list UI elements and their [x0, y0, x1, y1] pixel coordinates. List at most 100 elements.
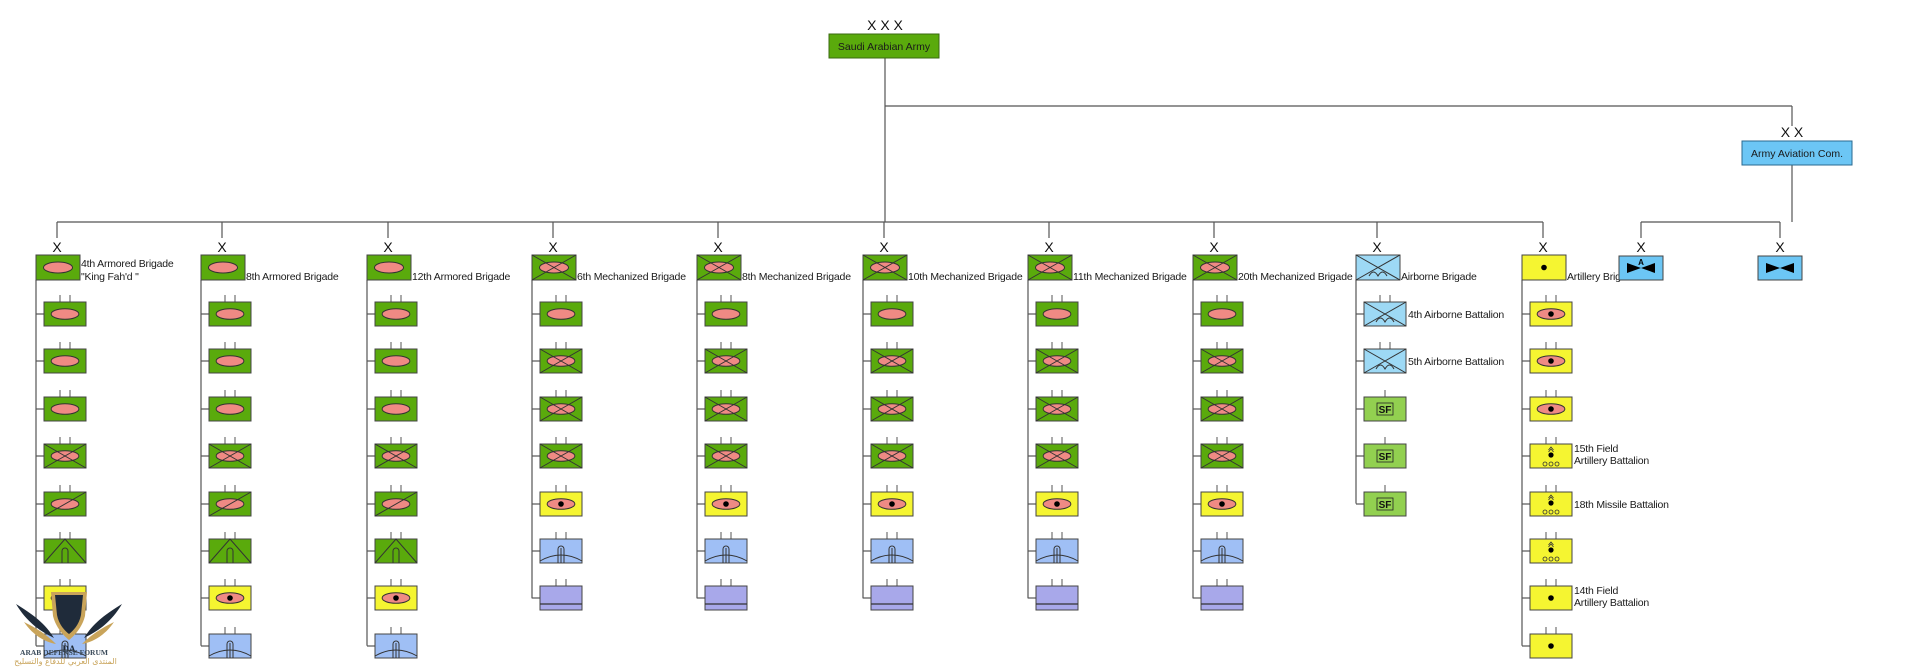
aviation-brigade-node[interactable]: X — [1757, 239, 1803, 281]
battalion-node[interactable] — [539, 342, 583, 374]
battalion-node[interactable] — [704, 390, 748, 422]
battalion-node[interactable] — [374, 390, 418, 422]
battalion-node[interactable]: SF — [1363, 390, 1407, 422]
battalion-node[interactable] — [374, 579, 418, 611]
battalion-node[interactable] — [208, 342, 252, 374]
battalion-node[interactable] — [1200, 437, 1244, 469]
battalion-node[interactable] — [704, 437, 748, 469]
battalion-node[interactable] — [539, 437, 583, 469]
battalion-node[interactable] — [43, 342, 87, 374]
battalion-node[interactable] — [704, 295, 748, 327]
battalion-node[interactable] — [208, 627, 252, 659]
battalion-node[interactable] — [43, 390, 87, 422]
battalion-node[interactable] — [43, 627, 87, 659]
tank-track-oval-icon — [50, 403, 80, 415]
battalion-node[interactable] — [870, 295, 914, 327]
engineer-tower-icon — [61, 547, 69, 563]
battalion-node[interactable] — [208, 485, 252, 517]
aviation-brigade-node[interactable]: XA — [1618, 239, 1664, 281]
battalion-node[interactable] — [1035, 295, 1079, 327]
battalion-node[interactable] — [374, 295, 418, 327]
battalion-node[interactable] — [374, 627, 418, 659]
battalion-node[interactable] — [1529, 342, 1573, 374]
battalion-node[interactable]: SF — [1363, 485, 1407, 517]
aviation-command-node[interactable]: X X Army Aviation Com. — [1741, 124, 1853, 166]
battalion-node[interactable] — [1035, 579, 1079, 611]
tank-track-oval-icon — [215, 308, 245, 320]
battalion-node[interactable]: 5th Airborne Battalion — [1363, 342, 1505, 374]
battalion-node[interactable]: SF — [1363, 437, 1407, 469]
battalion-node[interactable] — [704, 342, 748, 374]
battalion-node[interactable] — [1200, 579, 1244, 611]
battalion-node[interactable] — [539, 295, 583, 327]
battalion-node[interactable] — [1200, 390, 1244, 422]
battalion-node[interactable] — [1200, 532, 1244, 564]
battalion-node[interactable] — [43, 295, 87, 327]
support-symbol-frame — [870, 585, 914, 611]
battalion-node[interactable] — [374, 485, 418, 517]
battalion-node[interactable] — [1035, 390, 1079, 422]
battalion-node[interactable] — [1200, 342, 1244, 374]
wheel-icon — [1554, 461, 1560, 467]
battalion-node[interactable] — [1035, 485, 1079, 517]
battalion-node[interactable] — [43, 437, 87, 469]
recon-slash-icon — [374, 491, 418, 517]
battalion-node[interactable] — [704, 579, 748, 611]
battalion-node[interactable] — [208, 579, 252, 611]
recon-slash-icon — [43, 491, 87, 517]
battalion-node[interactable] — [704, 532, 748, 564]
battalion-node[interactable] — [1200, 295, 1244, 327]
attack-mark: A — [1638, 258, 1644, 267]
battalion-node[interactable] — [1529, 532, 1573, 564]
battalion-node[interactable] — [1529, 390, 1573, 422]
special-forces-mark: SF — [1379, 405, 1392, 416]
battalion-node[interactable] — [374, 532, 418, 564]
battalion-node[interactable] — [539, 532, 583, 564]
battalion-node[interactable] — [1035, 342, 1079, 374]
battalion-node[interactable] — [539, 485, 583, 517]
battalion-node[interactable]: 4th Airborne Battalion — [1363, 295, 1505, 327]
brigade-echelon-marker: X — [1044, 239, 1054, 255]
battalion-node[interactable] — [870, 342, 914, 374]
battalion-node[interactable] — [1035, 437, 1079, 469]
army-hq-node[interactable]: X X X Saudi Arabian Army — [828, 17, 940, 59]
battalion-node[interactable] — [870, 532, 914, 564]
battalion-node[interactable] — [1529, 627, 1573, 659]
battalion-node[interactable] — [208, 390, 252, 422]
battalion-node[interactable] — [870, 485, 914, 517]
infantry-cross-icon — [539, 348, 583, 374]
engineer-tower-icon — [392, 640, 400, 658]
battalion-node[interactable] — [539, 579, 583, 611]
battalion-node[interactable] — [208, 295, 252, 327]
battalion-node[interactable] — [1529, 295, 1573, 327]
watermark-english-text: ARAB DEFENSE FORUM — [20, 648, 108, 657]
battalion-node[interactable] — [1200, 485, 1244, 517]
battalion-node[interactable] — [704, 485, 748, 517]
battalion-node[interactable] — [539, 390, 583, 422]
brigade-label: 4th Armored Brigade — [81, 258, 174, 270]
battalion-node[interactable] — [208, 532, 252, 564]
battalion-node[interactable] — [43, 532, 87, 564]
battalion-node[interactable] — [374, 342, 418, 374]
battalion-node[interactable] — [870, 390, 914, 422]
battalion-node[interactable] — [43, 485, 87, 517]
battalion-node[interactable] — [870, 579, 914, 611]
battalion-node[interactable] — [1035, 532, 1079, 564]
battalion-node[interactable] — [870, 437, 914, 469]
battalion-node[interactable]: 18th Missile Battalion — [1529, 485, 1669, 517]
battalion-node[interactable] — [374, 437, 418, 469]
sf-mark-frame — [1376, 497, 1394, 511]
battalion-node[interactable] — [208, 437, 252, 469]
